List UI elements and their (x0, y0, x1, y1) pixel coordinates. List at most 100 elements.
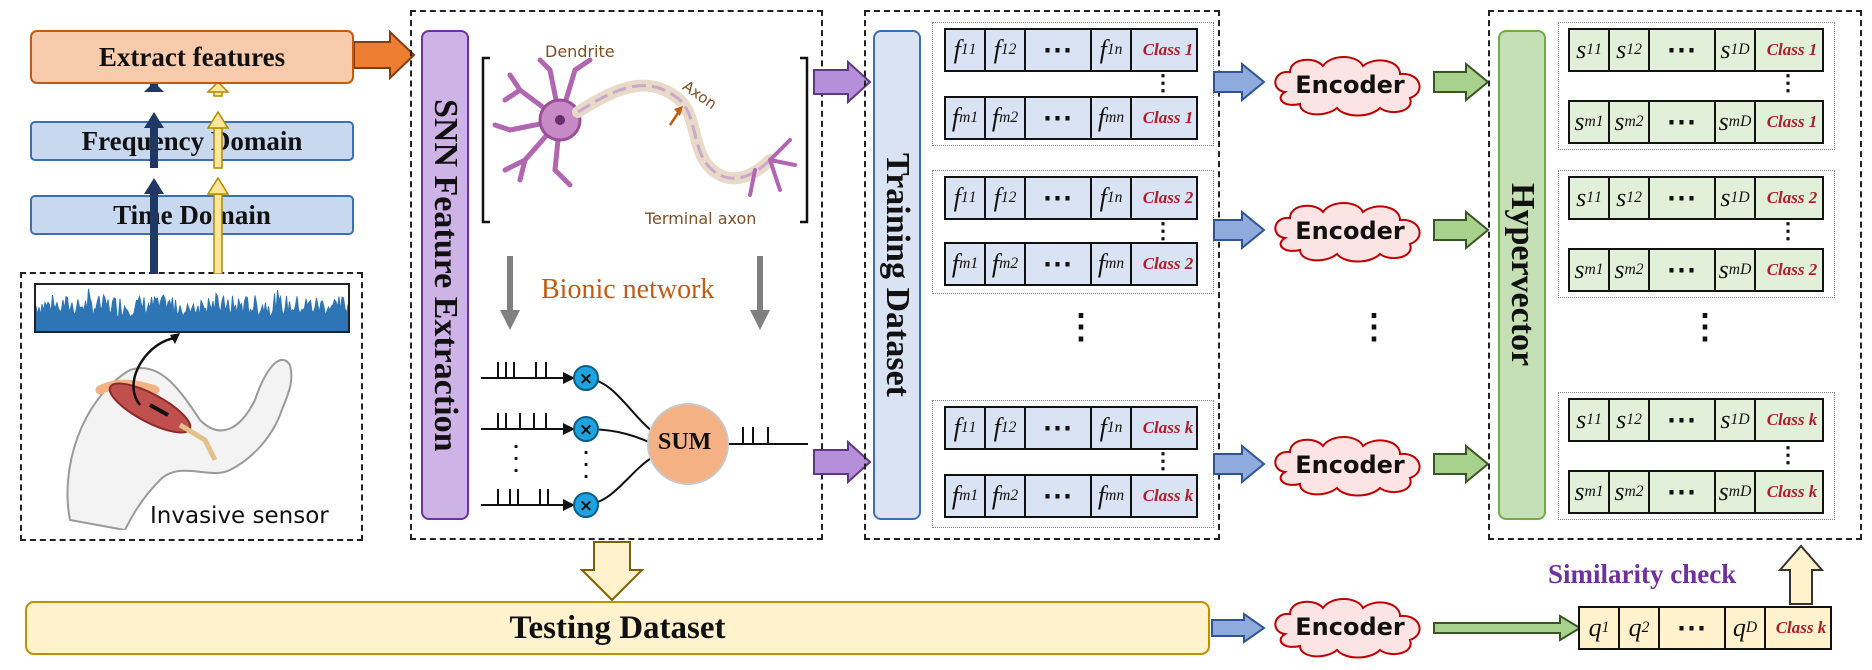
emg-signal-waveform (36, 288, 348, 331)
testing-to-encoder-arrow (1211, 612, 1266, 644)
training-title: Training Dataset (879, 153, 916, 397)
class-label: Class 1 (1766, 40, 1818, 59)
time-domain-box: Time Domain (30, 195, 354, 235)
encoder-to-hyper-arrow-2 (1433, 210, 1490, 250)
svg-text:·: · (513, 437, 519, 456)
encoder-label: Encoder (1295, 613, 1405, 641)
hyper-group-k (1558, 392, 1835, 520)
left-arrows (144, 84, 230, 274)
row-ellipsis: ⋯ (1026, 30, 1092, 70)
bionic-network-label: Bionic network (541, 274, 715, 305)
time-domain-label: Time Domain (113, 199, 271, 230)
class-label: Class 2 (1142, 254, 1194, 273)
class-label: Class 2 (1142, 188, 1194, 207)
vertical-ellipsis: ⋮ (1777, 442, 1799, 467)
snn-to-training-arrow-top (813, 60, 872, 104)
encoder-cloud-2 (1274, 202, 1421, 263)
svg-text:·: · (513, 449, 519, 468)
class-label: Class 2 (1766, 188, 1818, 207)
vertical-ellipsis: ⋮ (1152, 448, 1174, 473)
svg-text:·: · (583, 467, 589, 486)
to-encoder-arrow-2 (1213, 210, 1266, 250)
row-ellipsis: ⋯ (1650, 102, 1716, 142)
frequency-domain-box: Frequency Domain (30, 121, 354, 161)
hyper-group-1 (1558, 22, 1835, 150)
sum-label: SUM (658, 429, 712, 455)
row-ellipsis: ⋯ (1026, 244, 1092, 284)
query-class-label: Class k (1775, 618, 1827, 637)
training-dataset-bar: Training Dataset (873, 30, 921, 520)
sensor-label: Invasive sensor (150, 503, 329, 529)
hypervector-bar: Hypervector (1498, 30, 1546, 520)
row-ellipsis: ⋯ (1650, 400, 1716, 440)
vertical-ellipsis: ⋮ (1152, 70, 1174, 95)
row-ellipsis: ⋯ (1650, 472, 1716, 512)
svg-text:×: × (579, 369, 593, 389)
bracket-left (481, 56, 490, 224)
class-label: Class 2 (1766, 260, 1818, 279)
hypervector-panel (1488, 10, 1862, 540)
extract-features-box: Extract features (30, 30, 354, 84)
encoder-cloud-test (1274, 598, 1421, 659)
encoder-cloud-1 (1274, 56, 1421, 117)
to-encoder-arrow-1 (1213, 62, 1266, 102)
svg-text:·: · (583, 443, 589, 462)
row-ellipsis: ⋯ (1026, 98, 1092, 138)
snn-to-testing-arrow (580, 541, 644, 602)
encoder-to-hyper-arrow-1 (1433, 62, 1490, 102)
class-label: Class k (1142, 418, 1194, 437)
class-label: Class k (1142, 486, 1194, 505)
row-ellipsis: ⋯ (1650, 178, 1716, 218)
dendrite-label: Dendrite (545, 42, 615, 61)
spiking-network: × × × ··· ··· (481, 362, 808, 518)
frequency-domain-label: Frequency Domain (81, 125, 303, 156)
class-label: Class 1 (1766, 112, 1818, 131)
class-label: Class k (1766, 410, 1818, 429)
similarity-check-label: Similarity check (1548, 559, 1737, 589)
extract-features-label: Extract features (98, 41, 286, 72)
row-ellipsis: ⋯ (1026, 178, 1092, 218)
encoder-label: Encoder (1295, 71, 1405, 99)
class-label: Class 1 (1142, 108, 1194, 127)
snn-title: SNN Feature Extraction (427, 98, 464, 452)
terminal-branches (748, 138, 797, 197)
row-ellipsis: ⋯ (1026, 408, 1092, 448)
row-ellipsis: ⋯ (1660, 608, 1726, 648)
svg-text:×: × (579, 496, 593, 516)
hyper-group-2 (1558, 170, 1835, 298)
multiply-nodes: × × × (573, 365, 599, 518)
bracket-right (800, 56, 809, 224)
row-ellipsis: ⋯ (1650, 30, 1716, 70)
row-ellipsis: ⋯ (1650, 250, 1716, 290)
vertical-ellipsis: ⋮ (1777, 218, 1799, 243)
sum-node (647, 403, 729, 485)
to-encoder-arrow-k (1213, 444, 1266, 484)
svg-text:·: · (583, 455, 589, 474)
neuron-illustration (481, 56, 809, 224)
hypervector-title: Hypervector (1504, 183, 1541, 367)
encoder-to-hyper-arrow-k (1433, 444, 1490, 484)
snn-panel (410, 10, 823, 540)
snn-feature-extraction-bar: SNN Feature Extraction (421, 30, 469, 520)
vertical-ellipsis: ⋮ (1777, 70, 1799, 95)
encoder-label: Encoder (1295, 217, 1405, 245)
spike-arrow (563, 372, 575, 384)
groups-vertical-ellipsis: ⋮ (1064, 309, 1098, 346)
class-label: Class k (1766, 482, 1818, 501)
encoder-cloud-k (1274, 436, 1421, 497)
svg-text:·: · (513, 461, 519, 480)
class-label: Class 1 (1142, 40, 1194, 59)
extract-to-snn-arrow (354, 30, 416, 80)
